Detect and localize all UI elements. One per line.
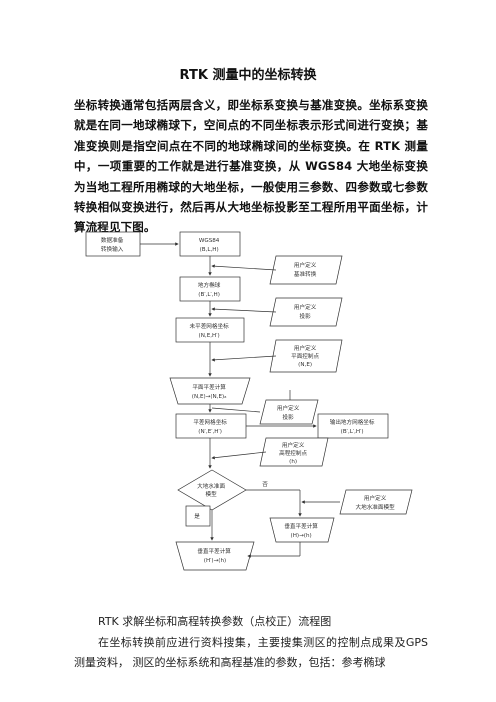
flow-box-user-datum [269, 255, 343, 285]
flow-text-user-proj2-2: 投影 [283, 413, 295, 421]
flow-decision [177, 469, 247, 511]
flow-text-decision-2: 模型 [206, 490, 218, 498]
figure-caption: RTK 求解坐标和高程转换参数（点校正）流程图 [98, 615, 332, 628]
flow-text-out-local-1: 输出地方网格坐标 [330, 418, 375, 426]
flow-text-grid-coord-2: (N′,E′,H′) [198, 429, 222, 435]
flow-text-no: 否 [262, 481, 268, 488]
flow-text-user-plane-2: 平面控制点 [291, 352, 319, 360]
flow-text-input-1: 数据准备 [101, 236, 124, 244]
flow-box-out-local [317, 413, 389, 439]
flow-box-user-height [259, 437, 329, 467]
flow-box-input [85, 231, 141, 257]
flow-text-user-plane-1: 用户定义 [294, 344, 317, 352]
flow-text-yes: 是 [194, 513, 200, 520]
flow-text-plane-calc-2: (N,E)→(N,E)ₐ [192, 394, 227, 400]
flow-text-decision-1: 大地水准面 [197, 482, 225, 490]
flow-text-user-height-1: 用户定义 [282, 441, 305, 449]
flow-text-user-geoid-2: 大地水准面模型 [356, 503, 396, 511]
body-paragraph: 在坐标转换前应进行资料搜集，主要搜集测区的控制点成果及GPS 测量资料， 测区的… [74, 636, 428, 669]
flow-text-out-local-2: (B′,L′,H′) [341, 429, 364, 435]
flow-text-user-datum-2: 基准转换 [294, 270, 317, 278]
flow-text-unrect-2: (N,E,H′) [199, 333, 220, 339]
flow-text-user-height-2: 高程控制点 [279, 449, 307, 457]
flow-text-unrect-1: 未平差网格坐标 [190, 322, 230, 330]
flow-text-input-2: 转换输入 [101, 245, 124, 253]
flow-text-user-proj2-1: 用户定义 [277, 404, 300, 412]
flow-box-user-plane [269, 339, 343, 373]
flow-box-grid-coord [175, 413, 247, 439]
flow-box-user-geoid [339, 489, 413, 515]
svg-text:数据准备 转换输入 WGS84 (B: 数据准备 转换输入 WGS84 (B,L,H) 用户定义 基准转换 地方椭球 (… [101, 236, 397, 564]
flow-text-user-geoid-1: 用户定义 [364, 494, 387, 502]
flow-text-height-calc-1: 垂直平差计算 [284, 522, 318, 530]
flow-box-plane-calc [169, 377, 251, 405]
flow-text-user-height-3: (h) [289, 459, 297, 465]
flow-box-user-proj [269, 297, 343, 327]
flow-text-local-geo-2: (B′,L′,H) [198, 292, 220, 298]
flow-text-final-2: (H′)→(h) [204, 558, 226, 564]
flow-text-wgs84-1: WGS84 [199, 238, 220, 244]
flow-text-local-geo-1: 地方椭球 [198, 281, 221, 289]
flow-box-yes [185, 505, 211, 527]
flow-text-user-proj-1: 用户定义 [294, 303, 317, 311]
flow-text-user-datum-1: 用户定义 [294, 261, 317, 269]
flow-box-height-calc [269, 517, 335, 543]
flow-text-height-calc-2: (H)→(h) [291, 533, 312, 539]
flow-text-user-plane-3: (N,E) [298, 362, 312, 368]
flow-text-grid-coord-1: 平差网格坐标 [193, 418, 227, 426]
flow-text-user-proj-2: 投影 [300, 312, 312, 320]
flow-box-final [175, 541, 255, 571]
flow-box-user-proj2 [259, 399, 319, 425]
intro-paragraph: 坐标转换通常包括两层含义，即坐标系变换与基准变换。坐标系变换就是在同一地球椭球下… [74, 98, 428, 235]
document-title: RTK 测量中的坐标转换 [179, 68, 317, 83]
flow-text-plane-calc-1: 平面平差计算 [192, 383, 226, 391]
flow-text-final-1: 垂直平差计算 [197, 547, 231, 555]
flow-text-wgs84-2: (B,L,H) [200, 247, 219, 253]
